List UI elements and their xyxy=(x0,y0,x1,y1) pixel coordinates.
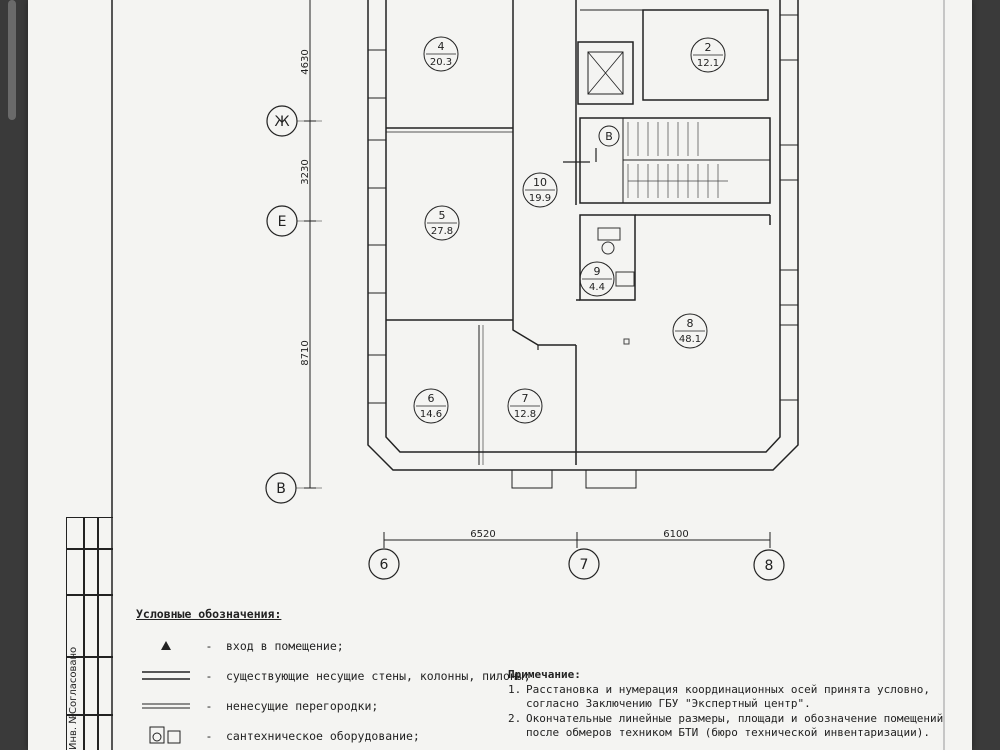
dimension-8710: 8710 xyxy=(300,340,311,365)
vertical-dimension-line xyxy=(296,0,322,489)
west-windows xyxy=(367,49,387,404)
floor-plan-sheet: 4 20.3 2 12.1 10 19.9 5 27.8 9 4.4 xyxy=(28,0,972,750)
room-6-number: 6 xyxy=(428,392,435,405)
legend-row-entrance: - вход в помещение; xyxy=(136,631,536,661)
room-10-number: 10 xyxy=(533,176,547,189)
room-7-number: 7 xyxy=(522,392,529,405)
room-8-number: 8 xyxy=(687,317,694,330)
door-markers xyxy=(537,148,597,350)
legend-dash: - xyxy=(205,669,213,683)
entrance-triangle-icon xyxy=(138,639,194,653)
room-5-number: 5 xyxy=(439,209,446,222)
bearing-wall-symbol-icon xyxy=(138,669,194,683)
east-windows xyxy=(779,14,799,401)
room-7-area: 12.8 xyxy=(514,409,536,420)
room-9-area: 4.4 xyxy=(589,282,605,293)
room-6-area: 14.6 xyxy=(420,409,442,420)
note-text: Окончательные линейные размеры, площади … xyxy=(526,711,944,740)
legend-dash: - xyxy=(205,699,213,713)
note-item-2: 2. Окончательные линейные размеры, площа… xyxy=(508,712,968,741)
legend-row-bearing-walls: - существующие несущие стены, колонны, п… xyxy=(136,661,536,691)
horizontal-dimension-line xyxy=(383,532,771,548)
legend: Условные обозначения: - вход в помещение… xyxy=(136,607,536,750)
notes-title: Примечание: xyxy=(508,668,581,681)
legend-dash: - xyxy=(205,729,213,743)
legend-dash: - xyxy=(205,639,213,653)
note-text: Расстановка и нумерация координационных … xyxy=(526,682,930,711)
legend-label-entrance: вход в помещение; xyxy=(226,639,344,653)
room-8-area: 48.1 xyxy=(679,334,701,345)
legend-row-partitions: - ненесущие перегородки; xyxy=(136,691,536,721)
axis-7: 7 xyxy=(580,557,589,573)
axis-zh: Ж xyxy=(274,114,289,130)
axis-8: 8 xyxy=(765,558,774,574)
plumbing-symbol-icon xyxy=(138,726,194,744)
dimension-4630: 4630 xyxy=(300,49,311,74)
column-axis-bubbles: 6 7 8 xyxy=(368,548,785,581)
axis-6: 6 xyxy=(380,557,389,573)
title-block-agreed: Согласовано xyxy=(68,646,79,714)
stair-axis-marker: В xyxy=(605,130,613,143)
legend-row-plumbing: - сантехническое оборудование; xyxy=(136,721,536,750)
room-9-number: 9 xyxy=(594,265,601,278)
partition-symbol-icon xyxy=(138,699,194,713)
legend-label-bearing-walls: существующие несущие стены, колонны, пил… xyxy=(226,669,531,683)
dimension-6100: 6100 xyxy=(663,529,688,540)
room-2-area: 12.1 xyxy=(697,58,719,69)
room-2-number: 2 xyxy=(705,41,712,54)
note-item-1: 1. Расстановка и нумерация координационн… xyxy=(508,683,968,712)
scrollbar[interactable] xyxy=(8,0,16,120)
row-axis-bubbles: Ж Е В xyxy=(265,105,298,504)
note-number: 1. xyxy=(508,682,522,696)
room-5-area: 27.8 xyxy=(431,226,453,237)
toilet-fixture xyxy=(597,227,635,287)
axis-v: В xyxy=(276,481,286,497)
legend-title: Условные обозначения: xyxy=(136,607,282,621)
title-block-inv: Инв. № xyxy=(68,713,79,750)
stair-treads xyxy=(627,122,728,198)
room-4-number: 4 xyxy=(438,40,445,53)
room-10-area: 19.9 xyxy=(529,193,551,204)
dimension-3230: 3230 xyxy=(300,159,311,184)
room-labels: 4 20.3 2 12.1 10 19.9 5 27.8 9 4.4 xyxy=(413,36,726,424)
notes: Примечание: 1. Расстановка и нумерация к… xyxy=(508,668,968,741)
dimension-6520: 6520 xyxy=(470,529,495,540)
room-4-area: 20.3 xyxy=(430,57,452,68)
note-number: 2. xyxy=(508,711,522,725)
legend-label-partitions: ненесущие перегородки; xyxy=(226,699,379,713)
title-block: Согласовано Инв. № xyxy=(66,517,113,750)
legend-label-plumbing: сантехническое оборудование; xyxy=(226,729,420,743)
axis-e: Е xyxy=(278,214,287,230)
floor-plan-drawing: 4 20.3 2 12.1 10 19.9 5 27.8 9 4.4 xyxy=(111,0,945,750)
